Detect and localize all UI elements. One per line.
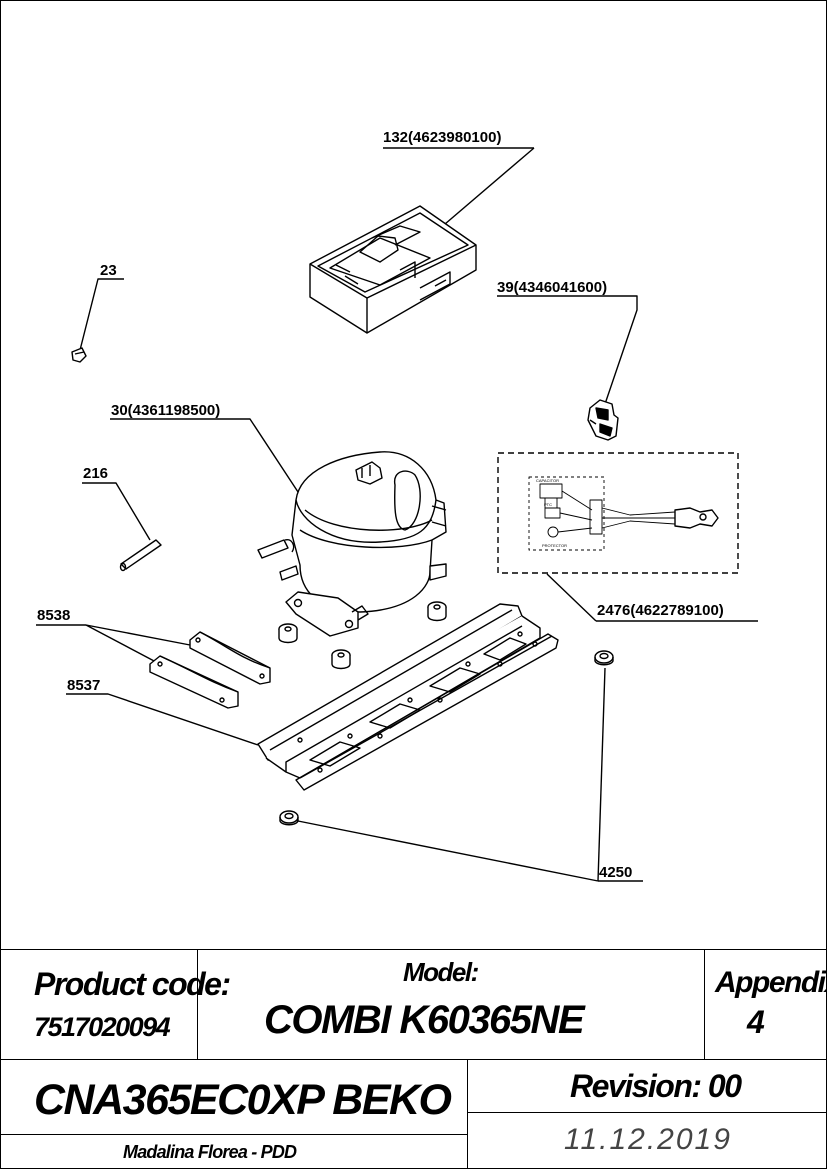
wiring-protector-label: PROTECTOR [542, 543, 567, 548]
drawing-date: 11.12.2019 [564, 1123, 732, 1156]
appendix-cell: Appendix: 4 [704, 949, 827, 1060]
pin-rod [119, 539, 162, 572]
product-code-label: Product code: [34, 966, 231, 1002]
callout-132: 132(4623980100) [383, 129, 502, 146]
compressor [257, 451, 447, 637]
author-name: Madalina Florea - PDD [123, 1142, 297, 1162]
wiring-diagram-box [497, 452, 739, 574]
relay-cover-box [309, 205, 477, 334]
product-code-cell: Product code: 7517020094 [0, 949, 231, 1060]
rubber-grommets [278, 601, 447, 670]
leader-lines [36, 147, 758, 882]
washers [279, 650, 614, 826]
revision-label: Revision: 00 [570, 1068, 742, 1104]
relay-part [587, 399, 619, 441]
callout-39: 39(4346041600) [497, 279, 608, 296]
callout-8538: 8538 [37, 607, 71, 624]
base-rails [257, 603, 559, 791]
appendix-label: Appendix: [715, 966, 827, 999]
model-cell: Model: COMBI K60365NE [197, 949, 705, 1060]
mounting-plates [149, 631, 271, 709]
drawing-name-cell: CNA365EC0XP BEKO [0, 1059, 468, 1135]
model-value: COMBI K60365NE [264, 998, 585, 1042]
callout-23: 23 [100, 262, 117, 279]
callout-2476: 2476(4622789100) [597, 602, 724, 619]
appendix-value: 4 [747, 1004, 765, 1040]
product-code-value: 7517020094 [34, 1012, 171, 1042]
model-label: Model: [403, 957, 479, 987]
callout-8537: 8537 [67, 677, 101, 694]
callout-216: 216 [83, 465, 109, 482]
drawing-name: CNA365EC0XP BEKO [34, 1076, 452, 1124]
small-clip [71, 347, 87, 363]
callout-30: 30(4361198500) [111, 402, 221, 419]
wiring-capacitor-label: CAPACITOR [536, 478, 559, 483]
date-cell: 11.12.2019 [467, 1112, 827, 1169]
callout-4250: 4250 [599, 864, 633, 881]
revision-cell: Revision: 00 [467, 1059, 827, 1113]
wiring-ptc-label: PTC [544, 502, 552, 507]
author-cell: Madalina Florea - PDD [0, 1134, 468, 1169]
